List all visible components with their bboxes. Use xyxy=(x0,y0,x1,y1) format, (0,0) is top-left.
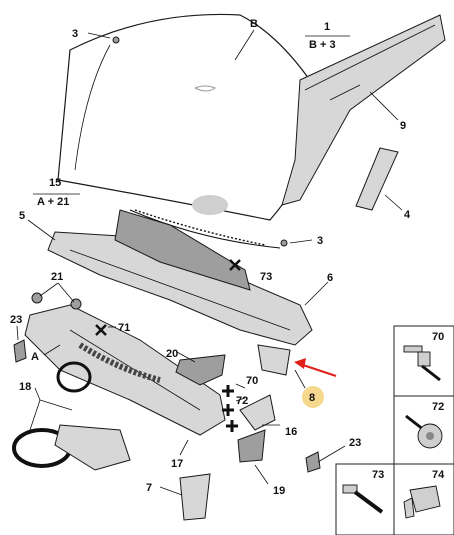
callout-3-mid: 3 xyxy=(317,235,323,247)
callout-73-top: 73 xyxy=(260,271,272,283)
cross-marker-71 xyxy=(95,324,107,336)
hardware-box-70: 70 xyxy=(393,325,454,397)
callout-7: 7 xyxy=(146,482,152,494)
screw-70-icon xyxy=(403,345,441,382)
plus-marker-72 xyxy=(222,404,234,416)
box-label-73: 73 xyxy=(372,469,384,481)
hardware-box-72: 72 xyxy=(393,395,454,465)
clip-3-top xyxy=(112,36,120,44)
trim-strip-4 xyxy=(355,147,399,211)
cross-marker-73 xyxy=(229,259,241,271)
bracket-19 xyxy=(237,429,266,463)
bracket-20 xyxy=(175,354,226,386)
box-label-74: 74 xyxy=(432,469,445,481)
callout-23-right: 23 xyxy=(349,437,361,449)
bracket-16 xyxy=(239,394,276,431)
callout-8: 8 xyxy=(309,392,315,404)
callout-16: 16 xyxy=(285,426,297,438)
bracket-7 xyxy=(179,473,211,521)
callout-21: 21 xyxy=(51,271,63,283)
callout-5: 5 xyxy=(19,210,25,222)
callout-B: B xyxy=(250,18,258,30)
hardware-box-73: 73 xyxy=(335,463,395,535)
callout-71: 71 xyxy=(118,322,130,334)
callout-6: 6 xyxy=(327,272,333,284)
clip-23-left xyxy=(13,339,27,363)
plus-marker-72b xyxy=(226,420,238,432)
red-arrow xyxy=(294,358,337,377)
cowl-upper-panel xyxy=(47,209,313,346)
fraction-1-num: 1 xyxy=(324,21,330,33)
clip-3-mid xyxy=(280,239,288,247)
callout-18: 18 xyxy=(19,381,31,393)
callout-72-mid: 72 xyxy=(236,395,248,407)
screw-73-icon xyxy=(342,484,384,514)
callout-70-mid: 70 xyxy=(246,375,258,387)
callout-4: 4 xyxy=(404,209,411,221)
box-label-72: 72 xyxy=(432,401,444,413)
callout-20: 20 xyxy=(166,348,178,360)
callout-23-left: 23 xyxy=(10,314,22,326)
leader-lines xyxy=(16,29,403,496)
plus-marker-70 xyxy=(222,385,234,397)
clip-74-icon xyxy=(403,485,441,519)
fraction-1-den: B + 3 xyxy=(309,39,336,51)
fraction-15-den: A + 21 xyxy=(37,196,69,208)
callout-A: A xyxy=(31,351,39,363)
callout-19: 19 xyxy=(273,485,285,497)
callout-17: 17 xyxy=(171,458,183,470)
clip-23-right xyxy=(305,451,321,473)
box-label-70: 70 xyxy=(432,331,444,343)
callout-3-top: 3 xyxy=(72,28,78,40)
grommet-21a xyxy=(31,292,43,304)
clip-8 xyxy=(257,344,291,376)
screw-72-icon xyxy=(405,414,443,449)
callout-9: 9 xyxy=(400,120,406,132)
hardware-box-74: 74 xyxy=(393,463,454,535)
fraction-15-num: 15 xyxy=(49,177,61,189)
a-pillar-trim xyxy=(281,14,446,206)
windshield-glass xyxy=(57,13,336,249)
highlight-badge-8 xyxy=(302,386,324,408)
seal-18 xyxy=(12,361,131,471)
cowl-lower-assembly xyxy=(24,304,226,436)
